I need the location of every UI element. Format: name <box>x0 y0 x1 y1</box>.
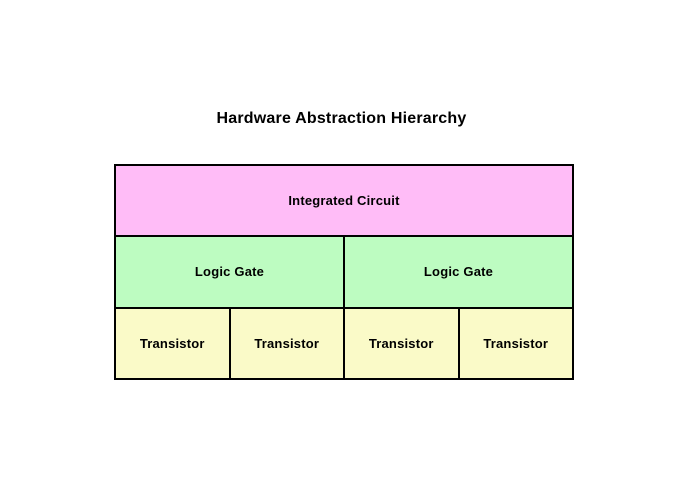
tier-logic-gates: Logic Gate Logic Gate <box>116 237 572 307</box>
block-transistor-1: Transistor <box>116 308 229 378</box>
block-transistor-4: Transistor <box>459 308 572 378</box>
diagram-title: Hardware Abstraction Hierarchy <box>216 110 467 127</box>
tier-integrated-circuit: Integrated Circuit <box>116 166 572 236</box>
block-transistor-3: Transistor <box>345 308 458 378</box>
block-transistor-2: Transistor <box>230 308 343 378</box>
block-logic-gate-2: Logic Gate <box>345 237 572 307</box>
hierarchy-diagram: Integrated Circuit Logic Gate Logic Gate… <box>114 164 574 380</box>
block-logic-gate-1: Logic Gate <box>116 237 343 307</box>
tier-transistors: Transistor Transistor Transistor Transis… <box>116 308 572 378</box>
block-integrated-circuit: Integrated Circuit <box>116 166 572 236</box>
